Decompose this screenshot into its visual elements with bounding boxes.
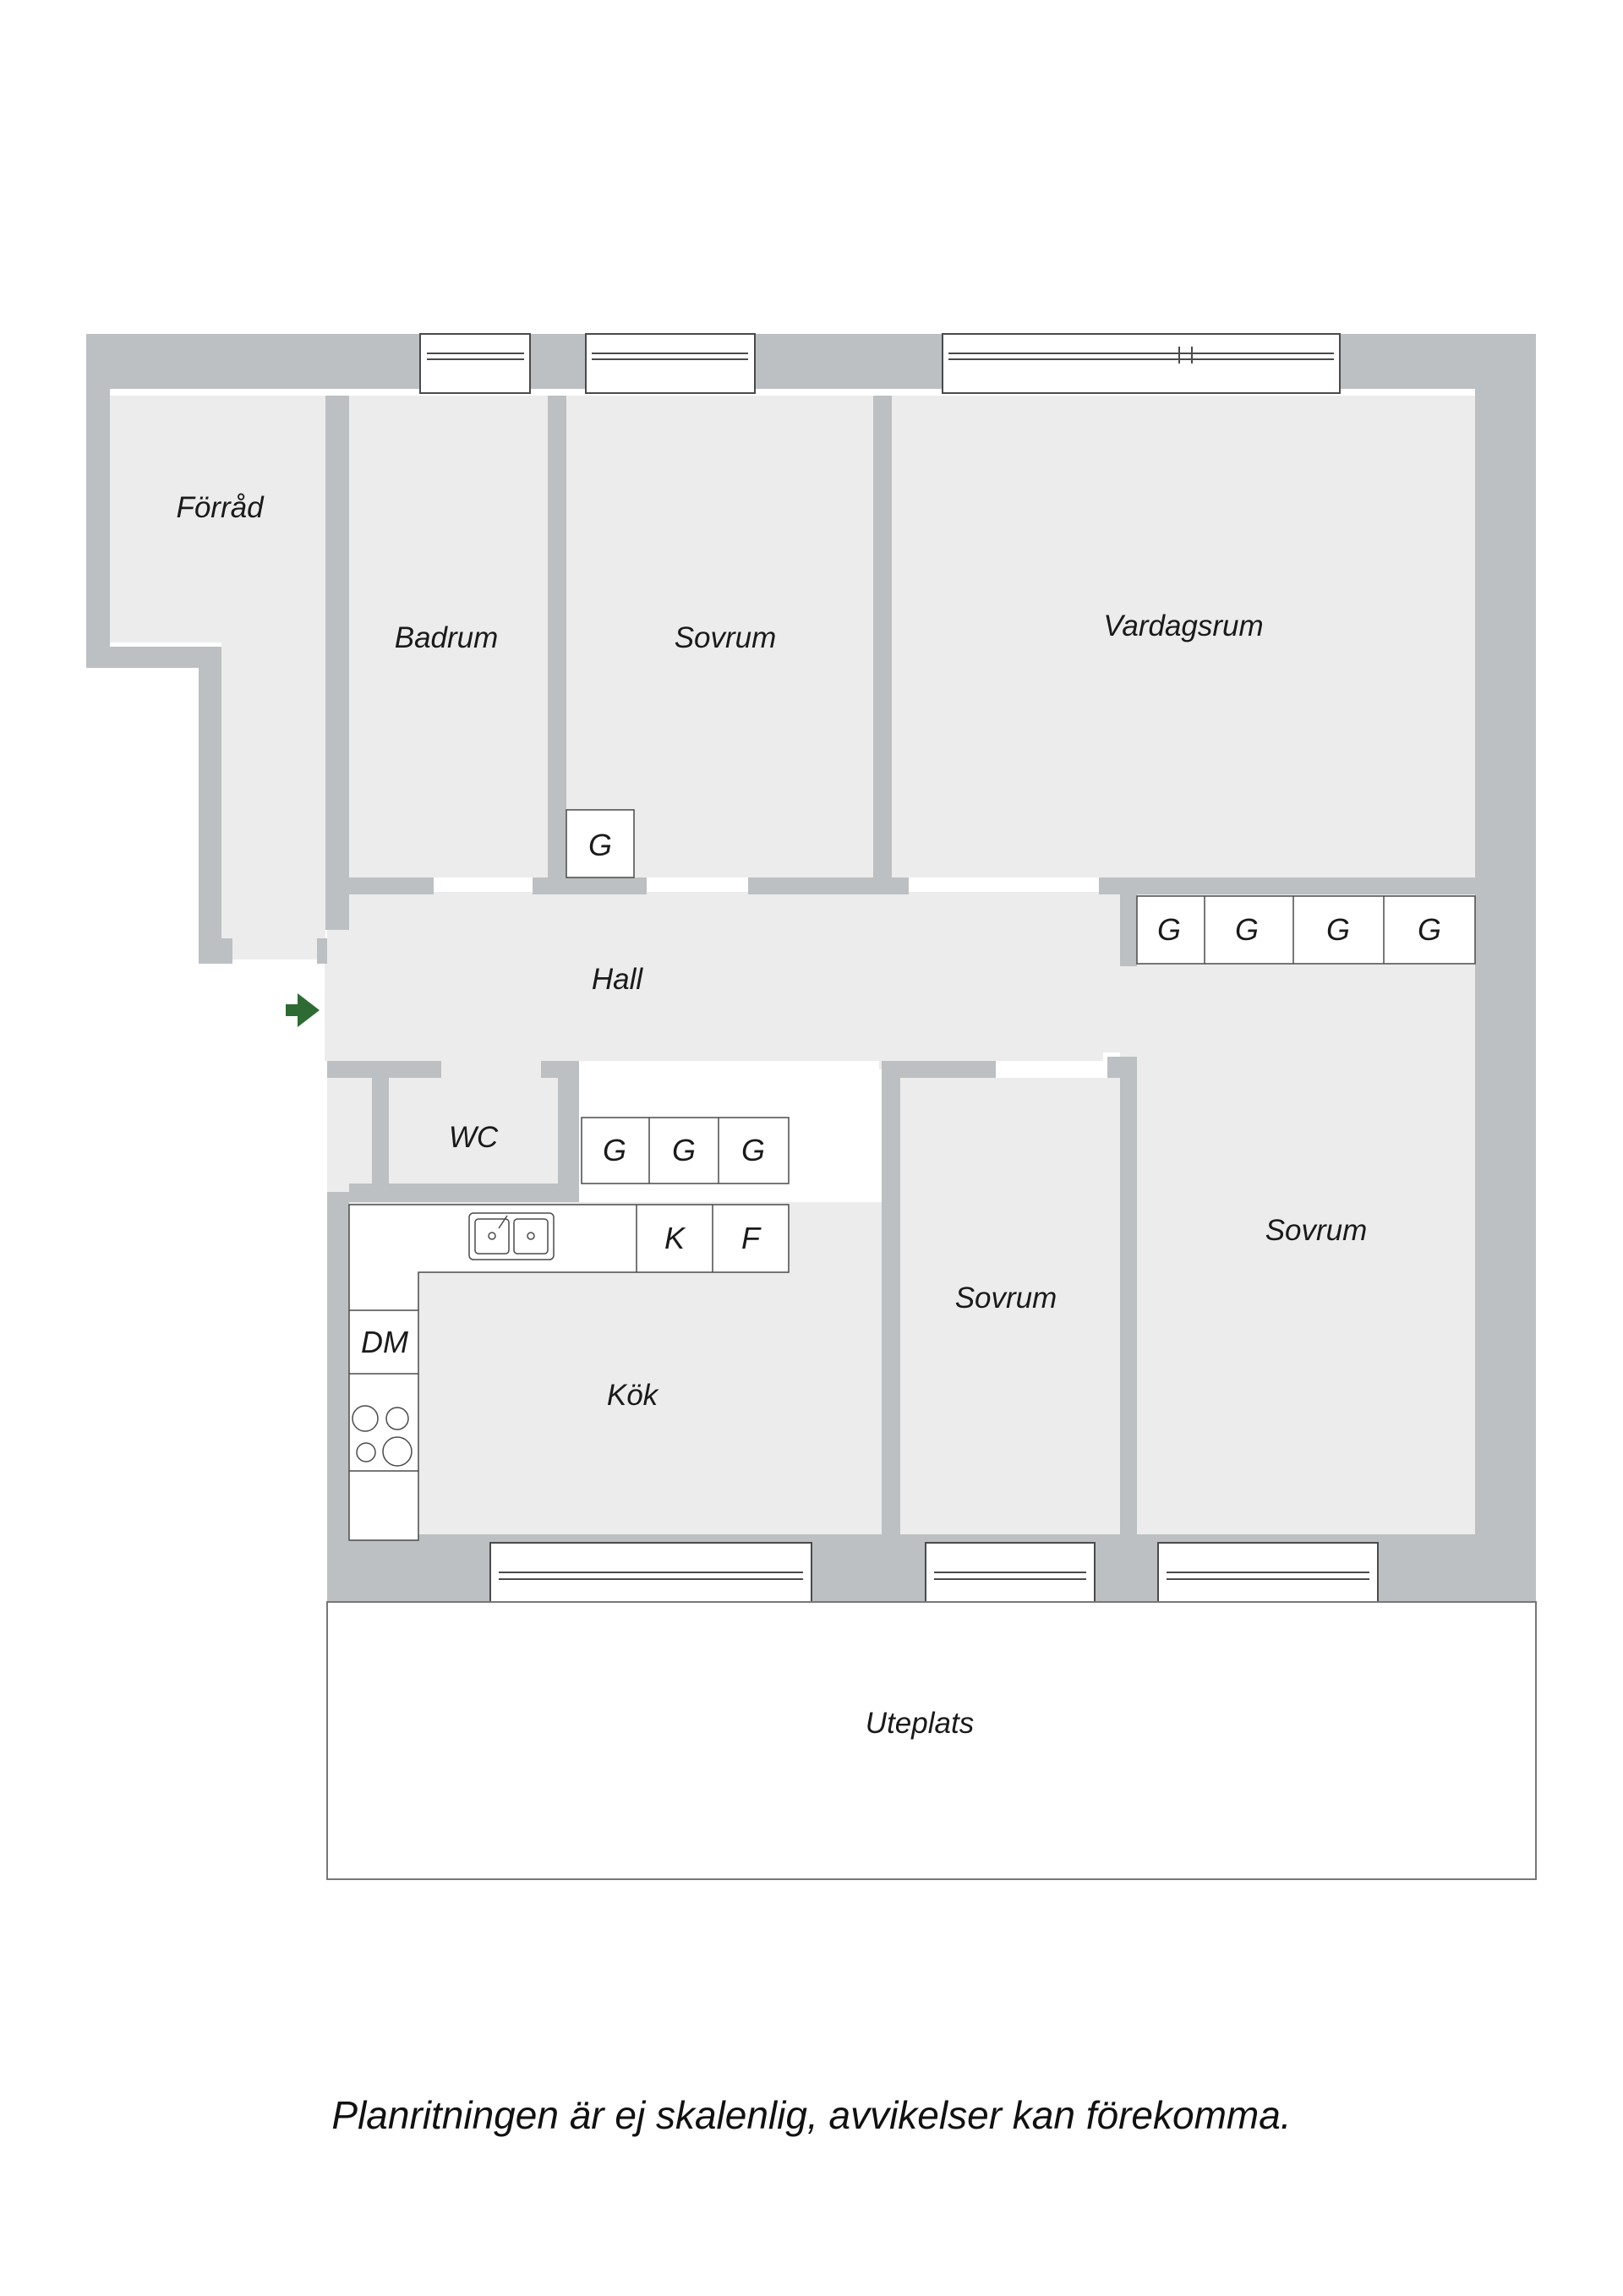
entrance-opening [325,964,330,1061]
wardrobe-row-kok: G G G [581,1117,790,1184]
room-hall [327,892,1475,1192]
label-sovrum-top: Sovrum [675,621,777,654]
label-uteplats: Uteplats [866,1707,974,1740]
label-hall: Hall [592,963,644,996]
entrance-arrow-icon [286,993,320,1027]
label-wc: WC [449,1121,499,1154]
label-kok: Kök [607,1379,659,1412]
room-labels: Förråd Badrum Sovrum Vardagsrum Hall WC … [176,491,1367,1740]
interior-walls [325,396,1475,1534]
freezer-label: F [741,1221,762,1255]
label-sovrum-mid: Sovrum [955,1282,1057,1315]
wardrobe-sovrum-top: G [566,809,635,878]
room-sovrum-mid [900,1078,1120,1534]
label-badrum: Badrum [395,621,499,654]
stove-icon [352,1405,413,1467]
label-sovrum-right: Sovrum [1265,1214,1368,1247]
label-vardagsrum: Vardagsrum [1103,610,1263,642]
wardrobe-label: G [1418,912,1441,947]
wardrobe-label: G [588,828,612,862]
room-sovrum-right [1137,968,1475,1534]
wardrobe-row-hall: G G G G [1136,895,1476,965]
wardrobe-label: G [1157,912,1181,947]
room-wc [389,1078,558,1184]
wardrobe-label: G [603,1133,626,1167]
uteplats-area [326,1601,1537,1880]
dishwasher-label: DM [361,1325,408,1359]
kitchen-counter: K F DM [348,1204,790,1541]
window-vardagsrum [942,333,1341,394]
wardrobe-label: G [1235,912,1259,947]
window-sovrum-top [585,333,756,394]
room-sovrum-top [566,396,873,877]
room-forrad [110,396,325,959]
windows [419,333,1379,1603]
room-badrum [349,396,548,877]
wardrobe-label: G [1326,912,1350,947]
label-forrad: Förråd [176,491,265,524]
disclaimer-text: Planritningen är ej skalenlig, avvikelse… [331,2093,1292,2137]
room-vardagsrum [892,396,1475,877]
double-sink-icon [468,1212,555,1260]
fridge-label: K [664,1221,686,1255]
room-floors [110,396,1475,1534]
wardrobe-label: G [672,1133,696,1167]
wardrobe-label: G [741,1133,765,1167]
window-badrum [419,333,531,394]
